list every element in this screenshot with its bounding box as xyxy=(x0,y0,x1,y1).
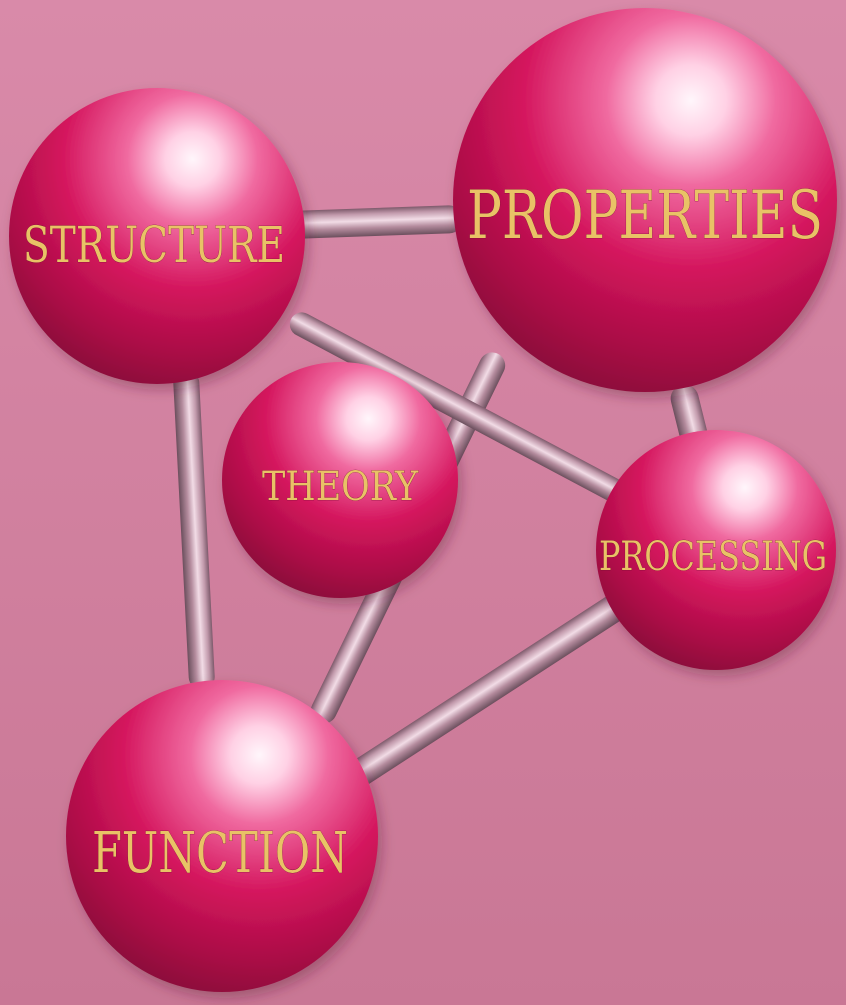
sphere-structure: STRUCTURE xyxy=(9,88,305,384)
theory-label: THEORY xyxy=(262,464,419,510)
properties-label: PROPERTIES xyxy=(467,177,823,254)
structure-label: STRUCTURE xyxy=(23,216,285,274)
sphere-function: FUNCTION xyxy=(66,680,378,992)
sphere-properties: PROPERTIES xyxy=(453,8,837,392)
sphere-theory: THEORY xyxy=(222,362,458,598)
function-label: FUNCTION xyxy=(92,821,348,886)
sphere-processing: PROCESSING xyxy=(596,430,836,670)
processing-label: PROCESSING xyxy=(599,534,827,580)
